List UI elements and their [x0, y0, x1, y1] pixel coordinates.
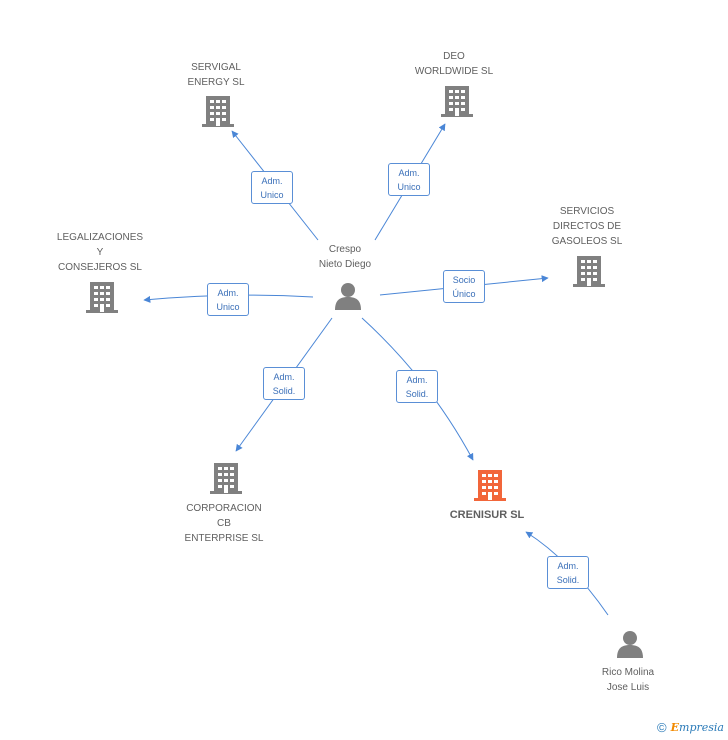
edge-label-rico[interactable]: Adm. Solid.	[547, 556, 589, 589]
crenisur-building-icon[interactable]	[474, 470, 506, 501]
brand-logo[interactable]: Empresia	[670, 721, 724, 734]
crespo-person-icon[interactable]	[335, 283, 361, 310]
edge-label-servigal[interactable]: Adm. Unico	[251, 171, 293, 204]
servicios-label[interactable]: SERVICIOS DIRECTOS DE GASOLEOS SL	[551, 206, 623, 247]
crenisur-label[interactable]: CRENISUR SL	[449, 509, 525, 521]
deo-label[interactable]: DEO WORLDWIDE SL	[414, 51, 494, 77]
rico-label[interactable]: Rico Molina Jose Luis	[601, 667, 655, 693]
legalizaciones-building-icon[interactable]	[86, 282, 118, 313]
edge-label-legalizaciones[interactable]: Adm. Unico	[207, 283, 249, 316]
edge-label-crenisur[interactable]: Adm. Solid.	[396, 370, 438, 403]
corporacion-building-icon[interactable]	[210, 463, 242, 494]
edge-label-corporacion[interactable]: Adm. Solid.	[263, 367, 305, 400]
servigal-label[interactable]: SERVIGAL ENERGY SL	[187, 62, 245, 88]
copyright-icon: ©	[657, 720, 667, 735]
deo-building-icon[interactable]	[441, 86, 473, 117]
edge-label-deo[interactable]: Adm. Unico	[388, 163, 430, 196]
edge-label-servicios[interactable]: Socio Único	[443, 270, 485, 303]
crespo-label[interactable]: Crespo Nieto Diego	[318, 244, 372, 270]
servigal-building-icon[interactable]	[202, 96, 234, 127]
servicios-building-icon[interactable]	[573, 256, 605, 287]
footer-brand: © Empresia	[657, 720, 724, 735]
rico-person-icon[interactable]	[617, 631, 643, 658]
corporacion-label[interactable]: CORPORACION CB ENTERPRISE SL	[184, 503, 264, 544]
legalizaciones-label[interactable]: LEGALIZACIONES Y CONSEJEROS SL	[56, 232, 144, 273]
